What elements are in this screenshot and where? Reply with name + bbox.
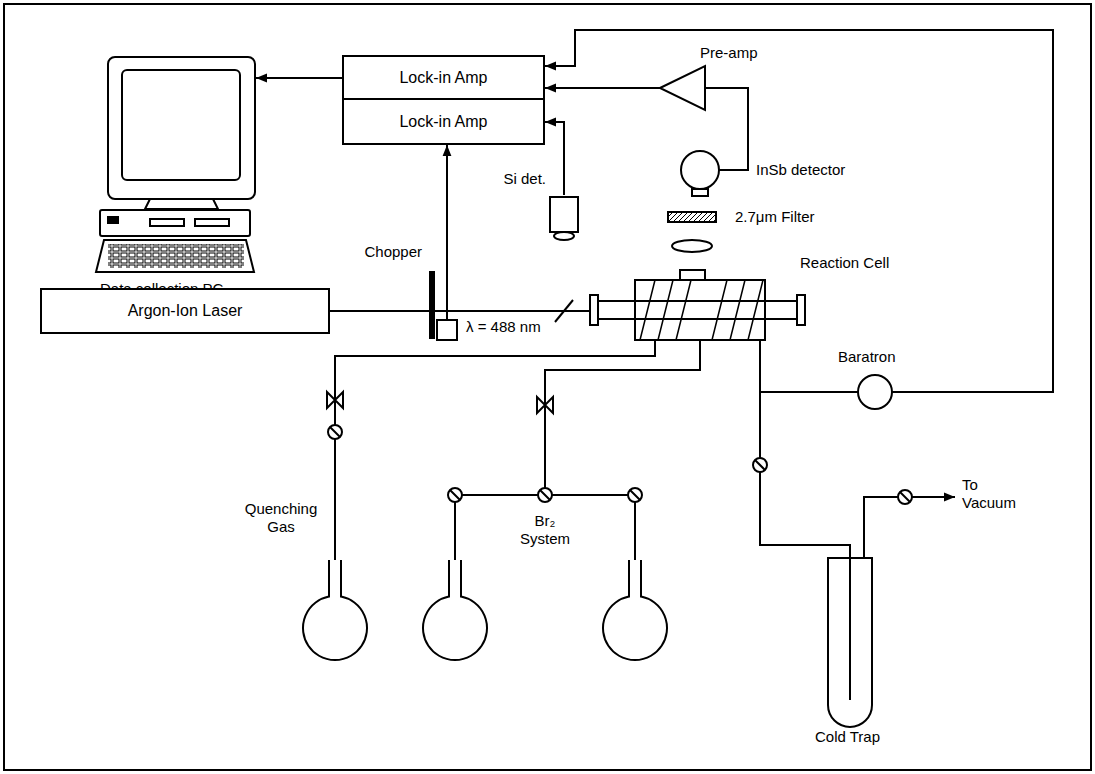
lock-in-amplifier: Lock-in Amp xyxy=(342,55,545,100)
insb-detector-symbol xyxy=(681,151,719,196)
lens xyxy=(672,240,712,252)
part-label: Chopper xyxy=(358,243,422,261)
annotation-label: To Vacuum xyxy=(962,476,1026,512)
box-label: Lock-in Amp xyxy=(399,68,487,87)
part-label: Pre-amp xyxy=(700,44,780,62)
si-detector-symbol xyxy=(550,197,578,322)
frame xyxy=(4,4,1091,770)
box-label: Lock-in Amp xyxy=(399,112,487,131)
preamplifier: Pre-amp xyxy=(660,66,705,110)
part-label: Si det. xyxy=(494,170,546,188)
reaction-cell-drawing xyxy=(590,270,805,340)
lock-in-amplifier: Lock-in Amp xyxy=(342,98,545,145)
quenching-gas-line xyxy=(303,340,655,660)
signal-wire xyxy=(705,88,748,170)
chopper-symbol xyxy=(430,272,457,340)
laser-beam xyxy=(330,310,590,312)
part-label: InSb detector xyxy=(756,161,866,179)
annotation-label: Cold Trap xyxy=(815,728,915,746)
filter xyxy=(668,212,716,222)
signal-wire xyxy=(545,122,564,195)
annotation-label: Quenching Gas xyxy=(240,500,322,536)
computer-icon xyxy=(96,57,255,272)
baratron-gauge xyxy=(858,375,892,409)
si-detector: Si det. xyxy=(550,195,578,240)
annotation-label: λ = 488 nm xyxy=(466,318,566,336)
chopper: Chopper xyxy=(426,272,458,340)
reaction-cell: Reaction Cell xyxy=(590,270,805,340)
signal-wire xyxy=(256,77,342,79)
preamp-triangle xyxy=(660,66,705,110)
annotation-label: 2.7μm Filter xyxy=(735,208,835,226)
signal-wire xyxy=(760,340,858,392)
box-label: Argon-Ion Laser xyxy=(128,301,243,320)
computer: Data collection PC xyxy=(95,55,256,272)
baratron: Baratron xyxy=(858,375,892,409)
signal-wire xyxy=(446,145,448,272)
vacuum-line xyxy=(753,340,955,727)
signal-wire xyxy=(545,30,1053,392)
insb-detector: InSb detector xyxy=(681,151,719,197)
annotation-label: Br₂ System xyxy=(510,512,580,548)
laser-box: Argon-Ion Laser xyxy=(40,288,330,334)
signal-wire xyxy=(545,87,660,89)
part-label: Baratron xyxy=(838,348,913,366)
part-label: Reaction Cell xyxy=(800,254,910,272)
bromine-manifold xyxy=(423,340,700,660)
